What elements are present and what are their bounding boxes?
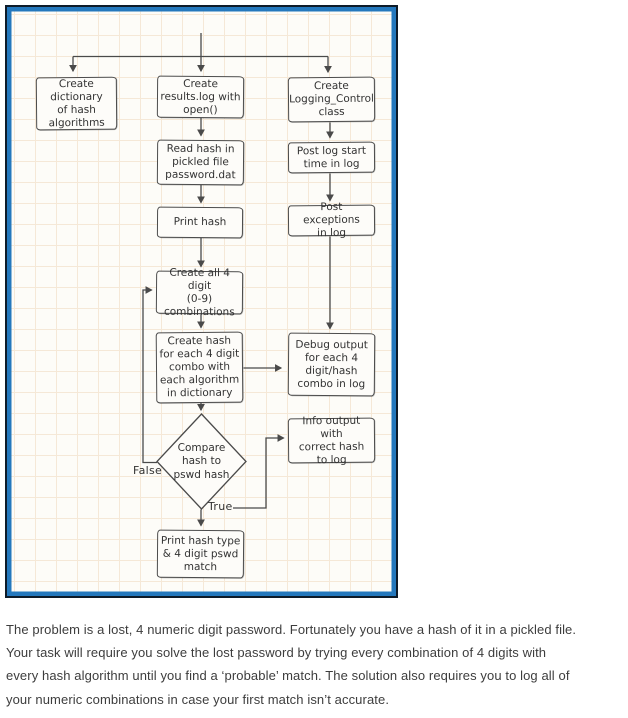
flow-node-create-combinations: Create all 4 digit (0-9) combinations (155, 266, 244, 318)
flow-node-post-exceptions: Post exceptions in log (287, 201, 376, 239)
flow-node-print-hash: Print hash (156, 206, 244, 239)
edge-label-true: True (208, 500, 233, 513)
flow-node-info-output: Info output with correct hash to log (287, 414, 376, 466)
flow-node-create-dictionary: Create dictionary of hash algorithms (35, 76, 118, 131)
edge-label-false: False (133, 464, 163, 477)
flow-node-post-log-start: Post log start time in log (287, 141, 376, 174)
flow-decision-compare-hash: Compare hash to pswd hash (173, 441, 230, 481)
flow-node-create-results-log: Create results.log with open() (156, 75, 245, 119)
flow-node-create-logging-control: Create Logging_Control class (287, 76, 376, 123)
flow-node-debug-output: Debug output for each 4 digit/hash combo… (287, 332, 376, 397)
flow-node-create-hash-combos: Create hash for each 4 digit combo with … (155, 331, 244, 404)
problem-description: The problem is a lost, 4 numeric digit p… (6, 622, 577, 707)
flow-node-print-match: Print hash type & 4 digit pswd match (156, 529, 245, 579)
flow-node-read-hash: Read hash in pickled file password.dat (156, 139, 245, 186)
